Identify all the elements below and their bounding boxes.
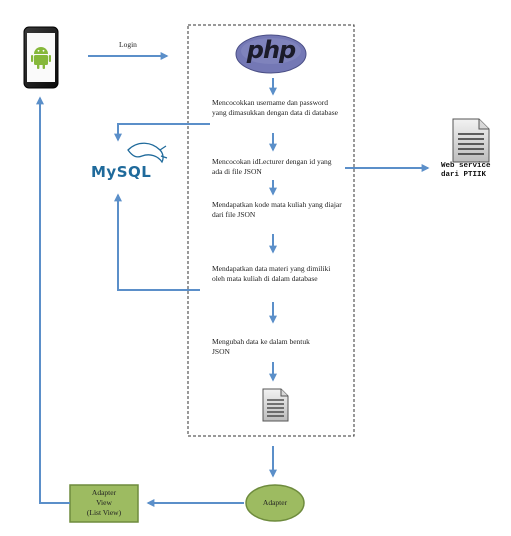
adapter-label: Adapter [262,498,288,507]
step-5-text: Mengubah data ke dalam bentuk JSON [212,337,310,356]
web-service-label-line2: dari PTIIK [441,171,487,179]
arrow-step1-to-mysql [114,123,210,142]
php-logo-text: php [246,36,296,64]
arrow-adapterview-to-phone [36,96,70,504]
mysql-logo-text: MySQL [91,163,152,181]
json-document-icon [262,388,289,422]
step-3-text: Mendapatkan kode mata kuliah yang diajar… [212,200,342,219]
android-phone-icon [23,26,59,89]
step-4-text: Mendapatkan data materi yang dimiliki ol… [212,264,331,283]
login-label: Login [119,40,137,49]
step-1-text: Mencocokkan username dan password yang d… [212,98,338,117]
mysql-dolphin-icon [127,142,168,164]
adapter-view-label-line3: (List View) [86,508,122,517]
adapter-view-label-line2: View [96,498,112,507]
adapter-view-label-line1: Adapter [91,488,117,497]
adapter-view-node [69,484,139,523]
php-logo-icon [235,34,307,74]
arrow-step4-to-mysql [114,193,200,291]
php-process-container [187,24,355,437]
web-service-document-icon [452,118,490,163]
adapter-node [245,484,305,522]
step-2-text: Mencocokan idLecturer dengan id yang ada… [212,157,332,176]
web-service-label-line1: Web service [441,162,491,170]
